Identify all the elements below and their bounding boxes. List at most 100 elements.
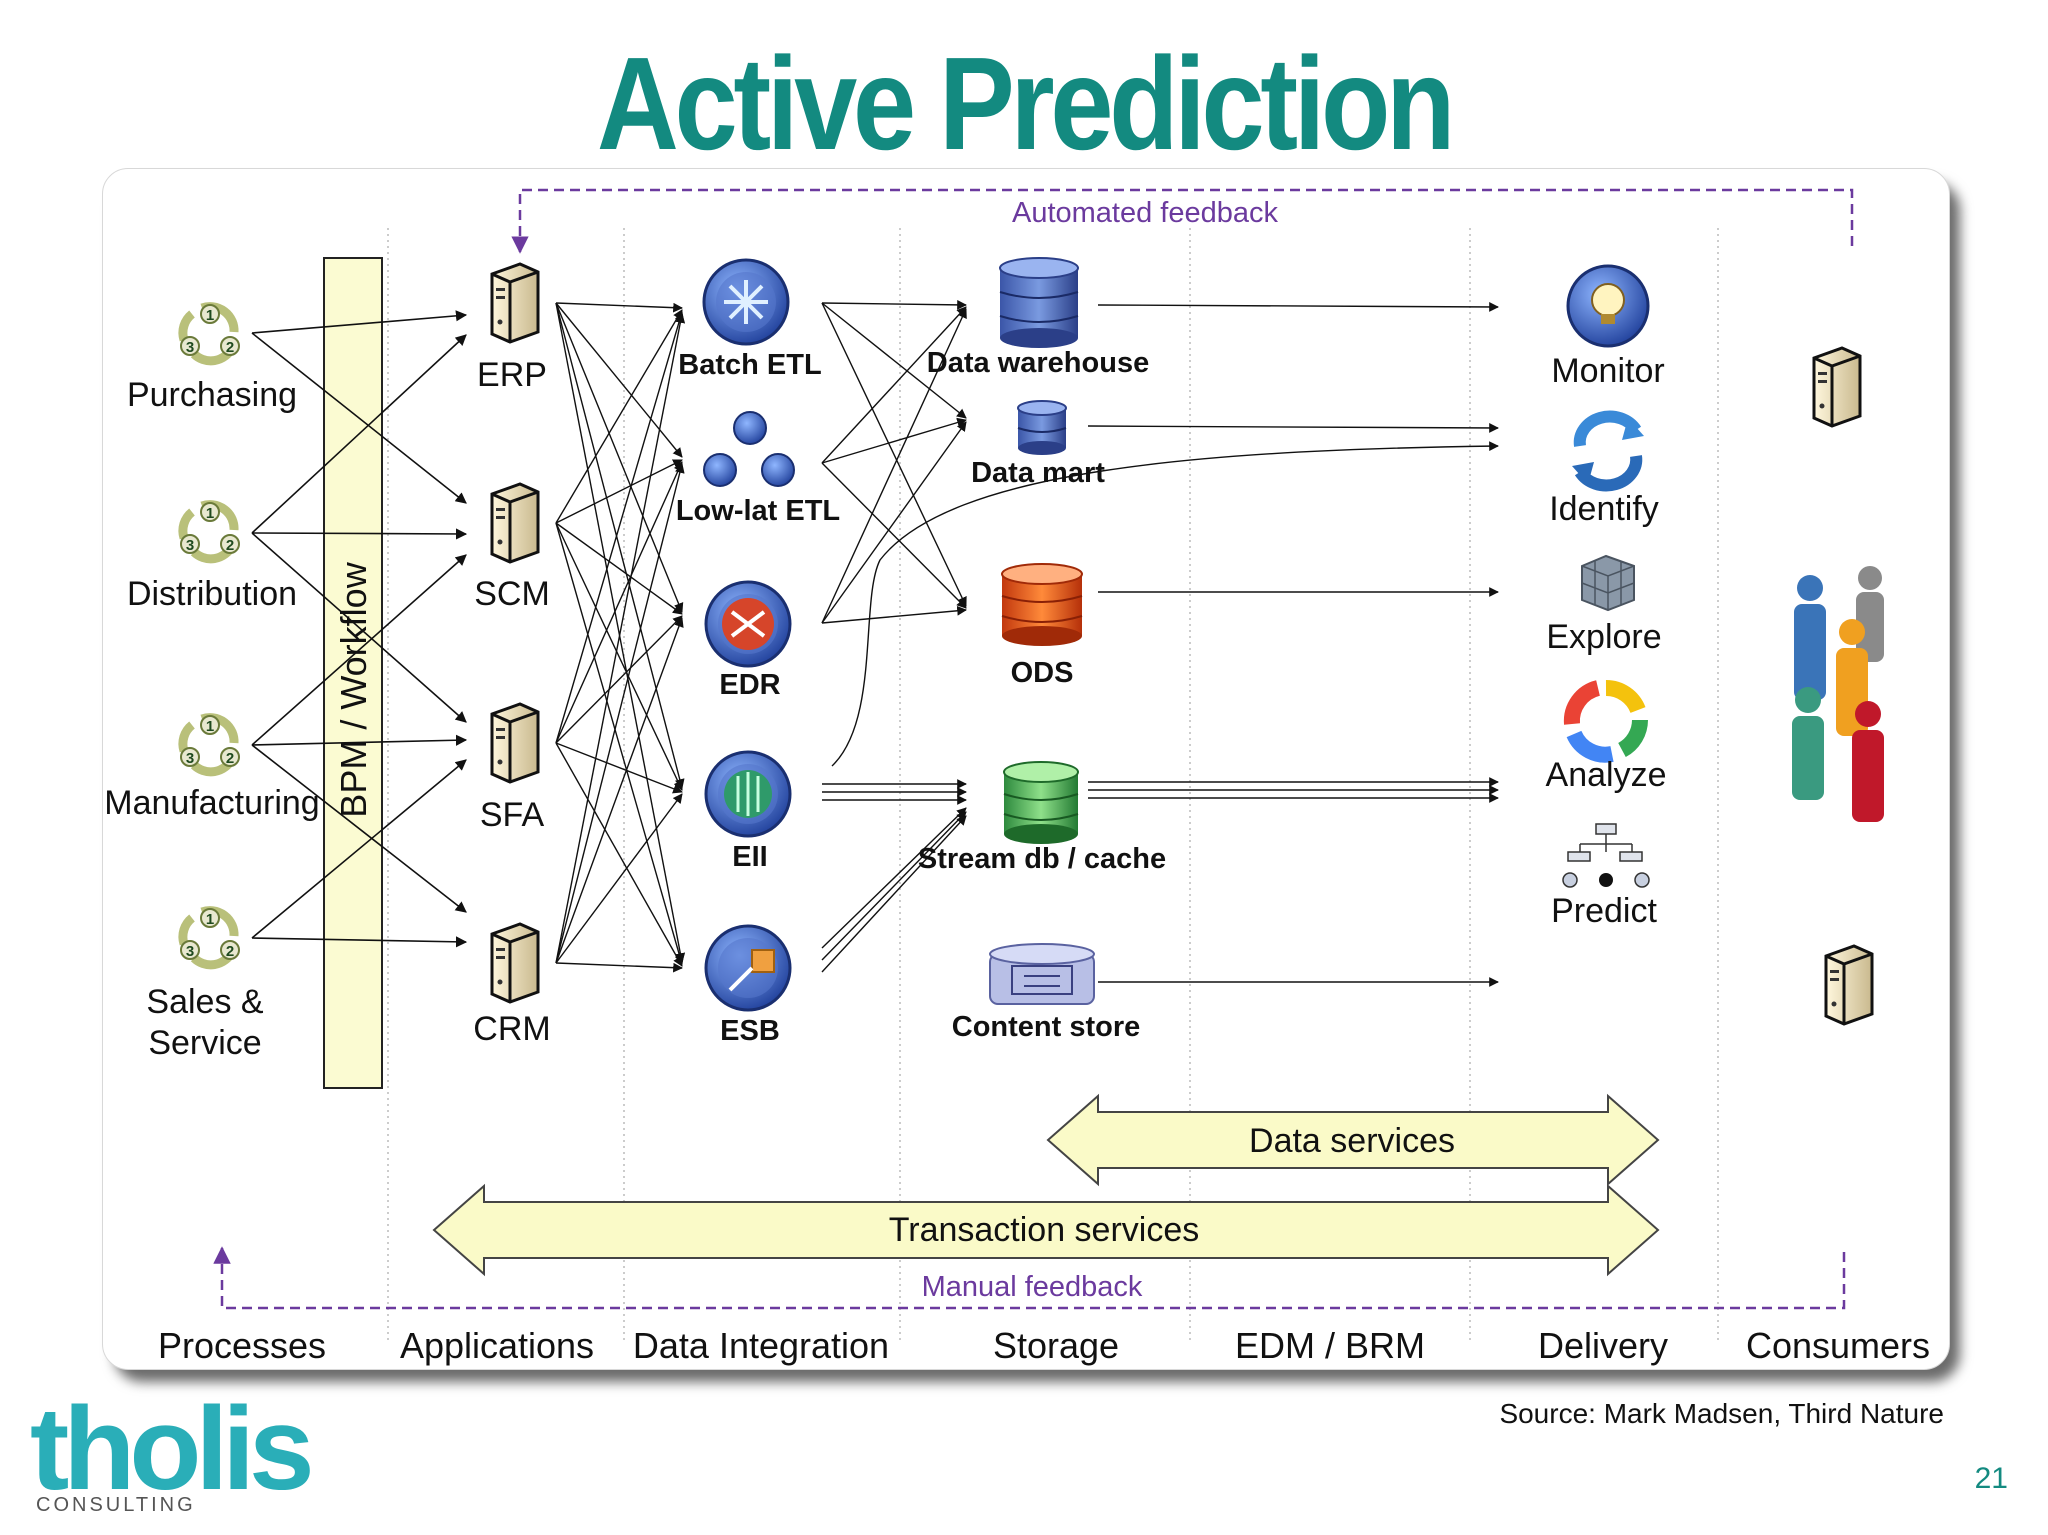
process-manufacturing: Manufacturing: [104, 716, 320, 822]
delivery-analyze: Analyze: [1546, 679, 1667, 794]
server-icon: [490, 702, 540, 784]
esb-icon: [704, 924, 792, 1012]
consumers-group: [1792, 346, 1884, 1026]
integration-label: EDR: [719, 669, 780, 701]
integration-label: Batch ETL: [678, 349, 821, 381]
process-label: Sales &: [146, 983, 263, 1021]
storage-data-mart: Data mart: [971, 400, 1105, 489]
process-sales-service: Sales & Service: [146, 909, 264, 1062]
cycle-icon: [181, 909, 239, 965]
database-icon: [999, 257, 1079, 348]
integration-esb: ESB: [704, 924, 792, 1047]
app-label: SFA: [480, 796, 545, 834]
page-title: Active Prediction: [596, 30, 1456, 177]
source-credit: Source: Mark Madsen, Third Nature: [1499, 1398, 1944, 1429]
process-label: Service: [148, 1024, 261, 1062]
integration-label: Low-lat ETL: [676, 495, 840, 527]
bpm-label: BPM / Workflow: [333, 561, 374, 817]
column-headers: Processes Applications Data Integration …: [158, 1325, 1930, 1366]
storage-label: Stream db / cache: [918, 843, 1166, 875]
refresh-icon: [1572, 410, 1644, 492]
column-header: Processes: [158, 1325, 326, 1366]
app-label: ERP: [477, 356, 547, 394]
storage-label: Data mart: [971, 457, 1105, 489]
integration-label: ESB: [720, 1015, 780, 1047]
database-icon: [1003, 761, 1079, 844]
transaction-services-label: Transaction services: [889, 1211, 1200, 1249]
integration-low-lat-etl: Low-lat ETL: [676, 411, 840, 527]
storage-stream-db: Stream db / cache: [918, 761, 1166, 875]
server-icon: [1824, 944, 1874, 1026]
delivery-explore: Explore: [1546, 554, 1662, 656]
column-header: Storage: [993, 1325, 1119, 1366]
app-integration-links: [555, 302, 686, 973]
delivery-identify: Identify: [1549, 410, 1659, 528]
storage-content-store: Content store: [952, 943, 1141, 1043]
integration-batch-etl: Batch ETL: [678, 258, 822, 381]
delivery-label: Monitor: [1551, 352, 1664, 390]
delivery-monitor: Monitor: [1551, 264, 1665, 390]
storage-delivery-links: [1087, 302, 1499, 987]
column-header: Data Integration: [633, 1325, 889, 1366]
process-label: Purchasing: [127, 376, 297, 414]
cycle-icon: [181, 716, 239, 772]
brand-tagline: CONSULTING: [36, 1494, 196, 1516]
storage-label: ODS: [1011, 657, 1074, 689]
delivery-label: Predict: [1551, 892, 1657, 930]
process-label: Distribution: [127, 575, 297, 613]
integration-edr: EDR: [704, 580, 792, 701]
data-services-arrow: Data services: [1046, 1093, 1660, 1187]
brand-logo: tholis: [30, 1383, 315, 1515]
storage-ods: ODS: [1001, 563, 1083, 689]
delivery-label: Identify: [1549, 490, 1659, 528]
automated-feedback-label: Automated feedback: [1012, 197, 1279, 229]
server-icon: [490, 482, 540, 564]
cycle-icon: [181, 305, 239, 361]
app-sfa: SFA: [480, 702, 545, 834]
data-services-label: Data services: [1249, 1122, 1455, 1160]
lightbulb-icon: [1566, 264, 1650, 348]
people-icon: [1792, 566, 1884, 822]
low-lat-etl-icon: [703, 411, 795, 487]
delivery-label: Analyze: [1546, 756, 1667, 794]
server-icon: [490, 922, 540, 1004]
server-icon: [1812, 346, 1862, 428]
integration-label: EII: [732, 841, 767, 873]
storage-label: Content store: [952, 1011, 1141, 1043]
transaction-services-arrow: Transaction services: [432, 1183, 1660, 1277]
donut-chart-icon: [1563, 679, 1648, 763]
server-icon: [490, 262, 540, 344]
storage-data-warehouse: Data warehouse: [927, 257, 1149, 379]
database-icon: [1017, 400, 1067, 455]
column-header: EDM / BRM: [1235, 1325, 1425, 1366]
column-header: Delivery: [1538, 1325, 1668, 1366]
app-label: CRM: [473, 1010, 550, 1048]
manual-feedback-loop: Manual feedback: [213, 1246, 1846, 1310]
delivery-label: Explore: [1546, 618, 1661, 656]
app-scm: SCM: [474, 482, 550, 613]
database-icon: [1001, 563, 1083, 646]
cube-icon: [1581, 554, 1635, 612]
app-crm: CRM: [473, 922, 551, 1048]
app-label: SCM: [474, 575, 550, 613]
automated-feedback-loop: Automated feedback: [511, 188, 1854, 254]
page-number: 21: [1974, 1462, 2008, 1495]
column-header: Consumers: [1746, 1325, 1930, 1366]
integration-storage-links: [821, 299, 1499, 973]
process-distribution: Distribution: [127, 503, 297, 613]
bpm-workflow-bar: BPM / Workflow: [323, 257, 383, 1089]
decision-tree-icon: [1562, 823, 1650, 888]
storage-label: Data warehouse: [927, 347, 1149, 379]
process-purchasing: Purchasing: [127, 305, 297, 414]
cycle-icon: [181, 503, 239, 559]
delivery-predict: Predict: [1551, 823, 1657, 930]
integration-eii: EII: [704, 750, 792, 873]
manual-feedback-label: Manual feedback: [922, 1271, 1143, 1303]
app-erp: ERP: [477, 262, 547, 394]
process-app-links: [251, 310, 468, 948]
content-store-icon: [989, 943, 1095, 1005]
process-label: Manufacturing: [104, 784, 319, 822]
column-header: Applications: [400, 1325, 594, 1366]
